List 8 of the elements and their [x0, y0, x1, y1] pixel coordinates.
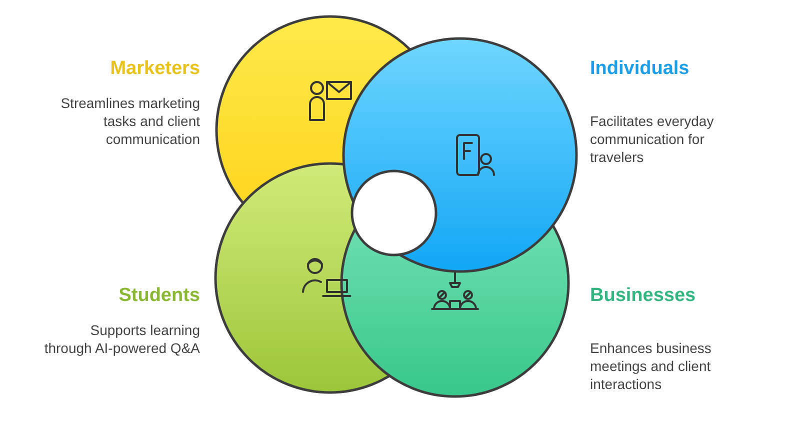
description-text: Streamlines marketing tasks and client communication: [60, 94, 200, 148]
category-heading: Businesses: [590, 285, 697, 307]
description-text: Supports learning through AI-powered Q&A: [43, 321, 200, 357]
category-heading: Students: [118, 285, 200, 307]
description-text: Facilitates everyday communication for travelers: [590, 112, 715, 166]
description-text: Enhances business meetings and client interactions: [590, 339, 712, 393]
category-heading: Individuals: [590, 58, 690, 80]
category-heading: Marketers: [110, 58, 200, 80]
